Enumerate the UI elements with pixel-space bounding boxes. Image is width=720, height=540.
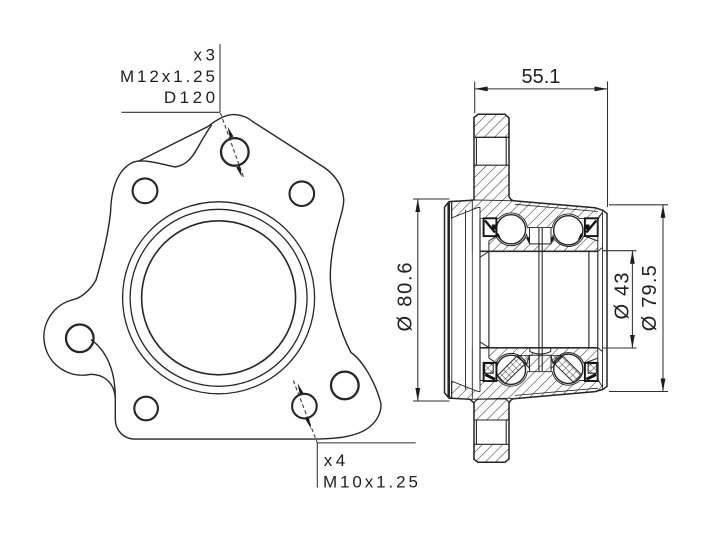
svg-text:Ø 80.6: Ø 80.6 xyxy=(394,261,416,332)
svg-text:M12x1.25: M12x1.25 xyxy=(120,67,218,86)
svg-text:55.1: 55.1 xyxy=(522,66,561,88)
svg-text:Ø 79.5: Ø 79.5 xyxy=(639,264,661,331)
svg-text:x4: x4 xyxy=(324,451,349,470)
svg-text:x3: x3 xyxy=(194,46,219,65)
svg-text:Ø 43: Ø 43 xyxy=(612,271,634,319)
svg-text:D120: D120 xyxy=(164,88,219,107)
svg-text:M10x1.25: M10x1.25 xyxy=(323,472,421,491)
